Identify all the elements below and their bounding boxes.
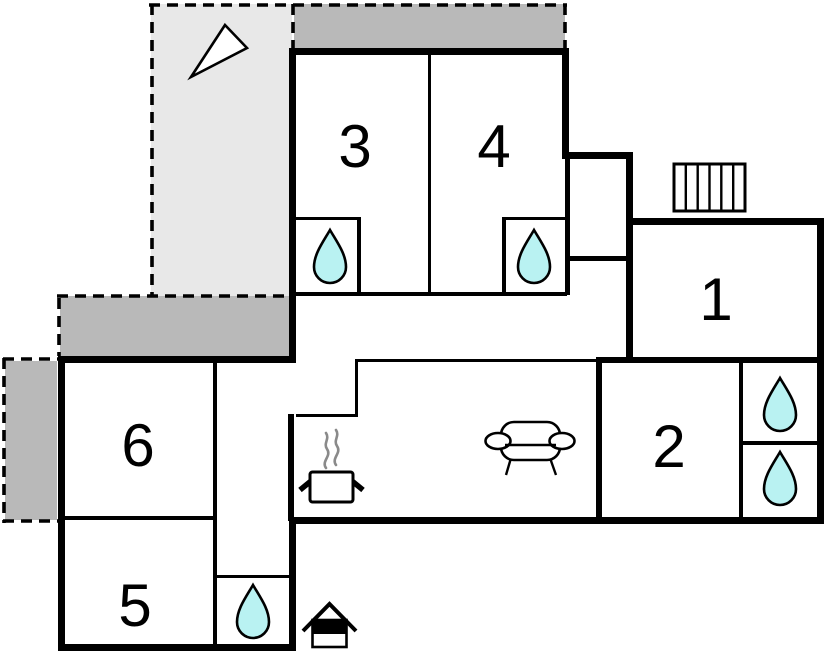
water-drop-icon	[762, 450, 798, 507]
wall	[596, 360, 602, 520]
steam	[333, 428, 340, 467]
wall	[743, 441, 817, 445]
room-1-label: 1	[699, 266, 732, 333]
wall	[355, 359, 596, 362]
wall	[213, 362, 217, 644]
dashed-boundaries	[2, 3, 567, 523]
wall	[357, 217, 361, 295]
terrace-strip-mid	[60, 296, 289, 356]
wall	[428, 55, 431, 295]
wall	[289, 521, 296, 651]
wall	[58, 356, 65, 651]
wall	[502, 217, 506, 295]
terrace-strip-left	[5, 361, 57, 520]
terrace-strip-top	[294, 4, 565, 48]
wall	[562, 152, 633, 159]
room-4-label: 4	[477, 113, 510, 180]
wall	[289, 48, 569, 55]
wall	[817, 218, 824, 524]
wall	[626, 218, 824, 225]
water-drop-icon	[235, 583, 271, 640]
room-3-label: 3	[338, 113, 371, 180]
wall	[626, 152, 633, 362]
wall	[58, 644, 296, 651]
terrace-areas	[5, 4, 565, 520]
room-labels: 3 4 1 2 6 5	[118, 113, 732, 639]
sofa-icon	[484, 420, 576, 476]
wall	[565, 155, 570, 295]
wall	[296, 414, 358, 417]
wall	[596, 357, 824, 363]
wall	[217, 575, 289, 578]
room-2-label: 2	[652, 413, 685, 480]
wall	[739, 362, 743, 517]
wall	[288, 414, 294, 521]
wall	[58, 356, 296, 363]
walls	[58, 48, 824, 651]
room-5-label: 5	[118, 572, 151, 639]
wall	[65, 516, 215, 520]
wall	[296, 292, 567, 296]
wall	[502, 217, 566, 220]
water-drop-icon	[516, 228, 552, 285]
entrance-house-icon	[301, 601, 358, 649]
steam	[323, 431, 330, 470]
wall	[296, 217, 359, 220]
room-6-label: 6	[121, 412, 154, 479]
wall	[566, 256, 626, 261]
radiator-icon	[672, 162, 747, 213]
wall	[355, 359, 358, 417]
wall	[289, 48, 296, 362]
stove-pot-icon	[298, 428, 365, 504]
wall	[289, 517, 824, 524]
wall	[562, 48, 569, 155]
water-drop-icon	[312, 228, 348, 285]
north-arrow-icon	[187, 22, 250, 81]
water-drop-icon	[762, 376, 798, 433]
